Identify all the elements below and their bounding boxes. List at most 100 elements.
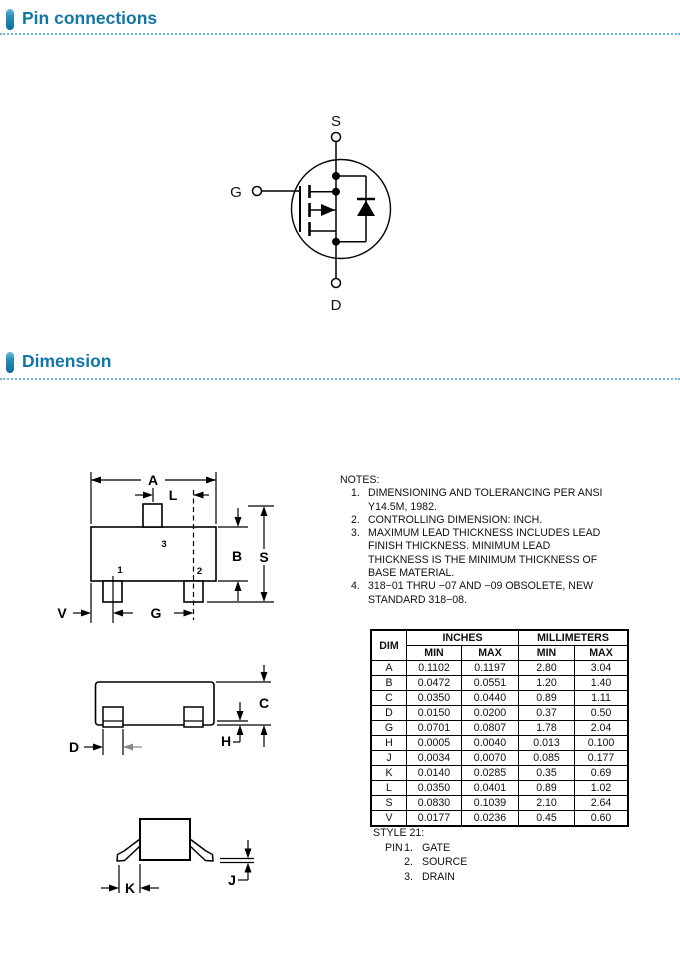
note-number: 2. (351, 513, 360, 526)
dim-D: D (69, 729, 142, 755)
note-line: MAXIMUM LEAD THICKNESS INCLUDES LEAD (368, 527, 601, 540)
cell-value: 0.35 (518, 765, 575, 781)
accent-bar (6, 352, 14, 373)
dim-label-d: D (69, 739, 79, 755)
cell-value: 0.89 (518, 690, 575, 706)
cell-dim: C (370, 690, 407, 706)
cell-value: 0.0401 (461, 780, 519, 796)
col-header-min: MIN (518, 645, 575, 661)
cell-value: 0.0034 (406, 750, 462, 766)
cell-value: 0.1102 (406, 660, 462, 676)
note-line: BASE MATERIAL. (368, 567, 455, 580)
cell-dim: G (370, 720, 407, 736)
cell-value: 0.0150 (406, 705, 462, 721)
dim-K: K (101, 864, 159, 896)
package-body-end (139, 818, 191, 861)
cell-value: 1.11 (574, 690, 629, 706)
notes-block: NOTES: 1. DIMENSIONING AND TOLERANCING P… (340, 474, 645, 607)
note-line: THICKNESS IS THE MINIMUM THICKNESS OF (368, 553, 598, 566)
col-header-max: MAX (461, 645, 519, 661)
style-block: STYLE 21: PIN 1. GATE 2. SOURCE 3. DRAIN (373, 826, 467, 884)
cell-value: 0.0701 (406, 720, 462, 736)
pin-num: 3. (404, 870, 413, 883)
cell-value: 0.0285 (461, 765, 519, 781)
cell-value: 0.69 (574, 765, 629, 781)
dim-H: H (217, 702, 248, 749)
cell-value: 1.02 (574, 780, 629, 796)
cell-value: 0.0551 (461, 675, 519, 691)
cell-value: 0.45 (518, 810, 575, 827)
pin-number-3: 3 (161, 539, 166, 550)
cell-value: 0.177 (574, 750, 629, 766)
terminal-g-node (251, 185, 263, 197)
accent-bar (6, 9, 14, 30)
cell-value: 2.10 (518, 795, 575, 811)
cell-value: 0.0005 (406, 735, 462, 751)
dotted-divider (0, 378, 680, 380)
style-pin-row: 2. SOURCE (373, 855, 467, 870)
cell-value: 0.0472 (406, 675, 462, 691)
cell-value: 0.1039 (461, 795, 519, 811)
cell-dim: D (370, 705, 407, 721)
extension-lines (90, 472, 274, 623)
cell-value: 0.0177 (406, 810, 462, 827)
note-line: Y14.5M, 1982. (368, 500, 437, 513)
cell-value: 2.04 (574, 720, 629, 736)
cell-value: 0.0350 (406, 780, 462, 796)
cell-value: 0.0807 (461, 720, 519, 736)
transistor-circle (290, 158, 392, 260)
body-diode (336, 175, 375, 243)
pin-number-2: 2 (197, 566, 202, 577)
note-line: DIMENSIONING AND TOLERANCING PER ANSI (368, 487, 603, 500)
cell-value: 0.50 (574, 705, 629, 721)
dim-L: L (135, 487, 209, 503)
diode-anode-triangle (357, 200, 375, 216)
cell-value: 0.0200 (461, 705, 519, 721)
dim-label-k: K (125, 880, 135, 896)
note-number: 3. (351, 527, 360, 540)
cell-value: 1.20 (518, 675, 575, 691)
cell-value: 0.60 (574, 810, 629, 827)
terminal-g-label: G (230, 184, 242, 201)
dotted-divider (0, 33, 680, 35)
pin-num: 2. (404, 856, 413, 869)
dim-A: A (91, 472, 216, 488)
dim-V: V (57, 605, 91, 621)
note-item: 3. MAXIMUM LEAD THICKNESS INCLUDES LEAD … (340, 527, 645, 580)
cell-value: 0.0236 (461, 810, 519, 827)
cell-value: 0.0040 (461, 735, 519, 751)
pin-function: GATE (422, 841, 451, 854)
dim-label-v: V (57, 605, 67, 621)
style-pin-row: 3. DRAIN (373, 870, 467, 885)
body-arrow (321, 204, 335, 216)
note-item: 2. CONTROLLING DIMENSION: INCH. (340, 514, 645, 527)
style-pin-row: PIN 1. GATE (373, 841, 467, 856)
cell-dim: A (370, 660, 407, 676)
note-line: FINISH THICKNESS. MINIMUM LEAD (368, 540, 551, 553)
terminal-s-node (330, 131, 342, 143)
note-number: 4. (351, 580, 360, 593)
cell-dim: V (370, 810, 407, 827)
note-number: 1. (351, 487, 360, 500)
note-item: 4. 318−01 THRU −07 AND −09 OBSOLETE, NEW… (340, 580, 645, 607)
cell-value: 0.89 (518, 780, 575, 796)
pin-number-1: 1 (117, 565, 123, 576)
cell-value: 2.64 (574, 795, 629, 811)
gullwing-lead-right (189, 838, 214, 862)
note-item: 1. DIMENSIONING AND TOLERANCING PER ANSI… (340, 487, 645, 514)
package-body (90, 526, 217, 582)
page-section-title: Pin connections (22, 8, 158, 28)
col-group-inches: INCHES (406, 629, 519, 646)
dim-label-c: C (259, 695, 269, 711)
mosfet-schematic: S D G (230, 113, 392, 314)
lead-pad-right (183, 706, 204, 728)
dim-B: B (232, 508, 242, 601)
